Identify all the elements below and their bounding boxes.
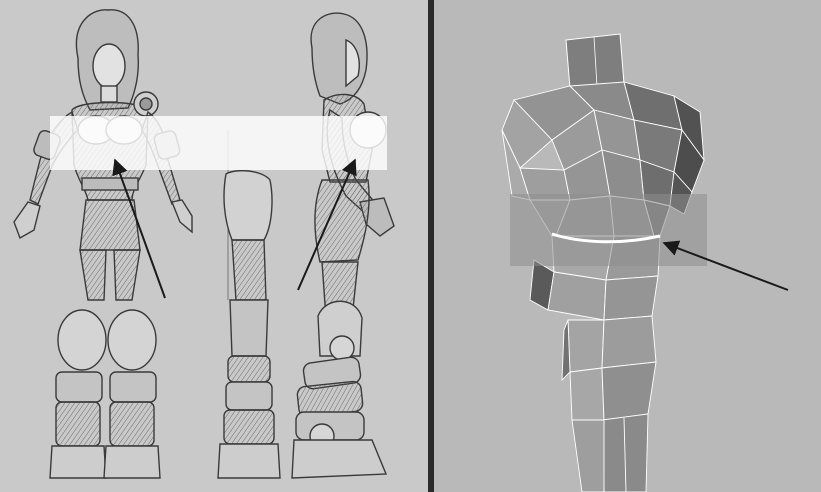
- side-view-figure: [292, 13, 394, 478]
- concept-sketch: [0, 0, 428, 492]
- wireframe-mesh: [434, 0, 821, 492]
- mesh-highlight-band: [510, 194, 707, 266]
- waist-highlight-band: [50, 116, 387, 170]
- leg-detail-sketch: [218, 130, 280, 478]
- mesh-viewport: [434, 0, 821, 492]
- front-view-figure: [14, 10, 192, 478]
- sketch-panel: [0, 0, 428, 492]
- mesh-arrow: [664, 243, 788, 290]
- torso-mesh: [502, 82, 704, 492]
